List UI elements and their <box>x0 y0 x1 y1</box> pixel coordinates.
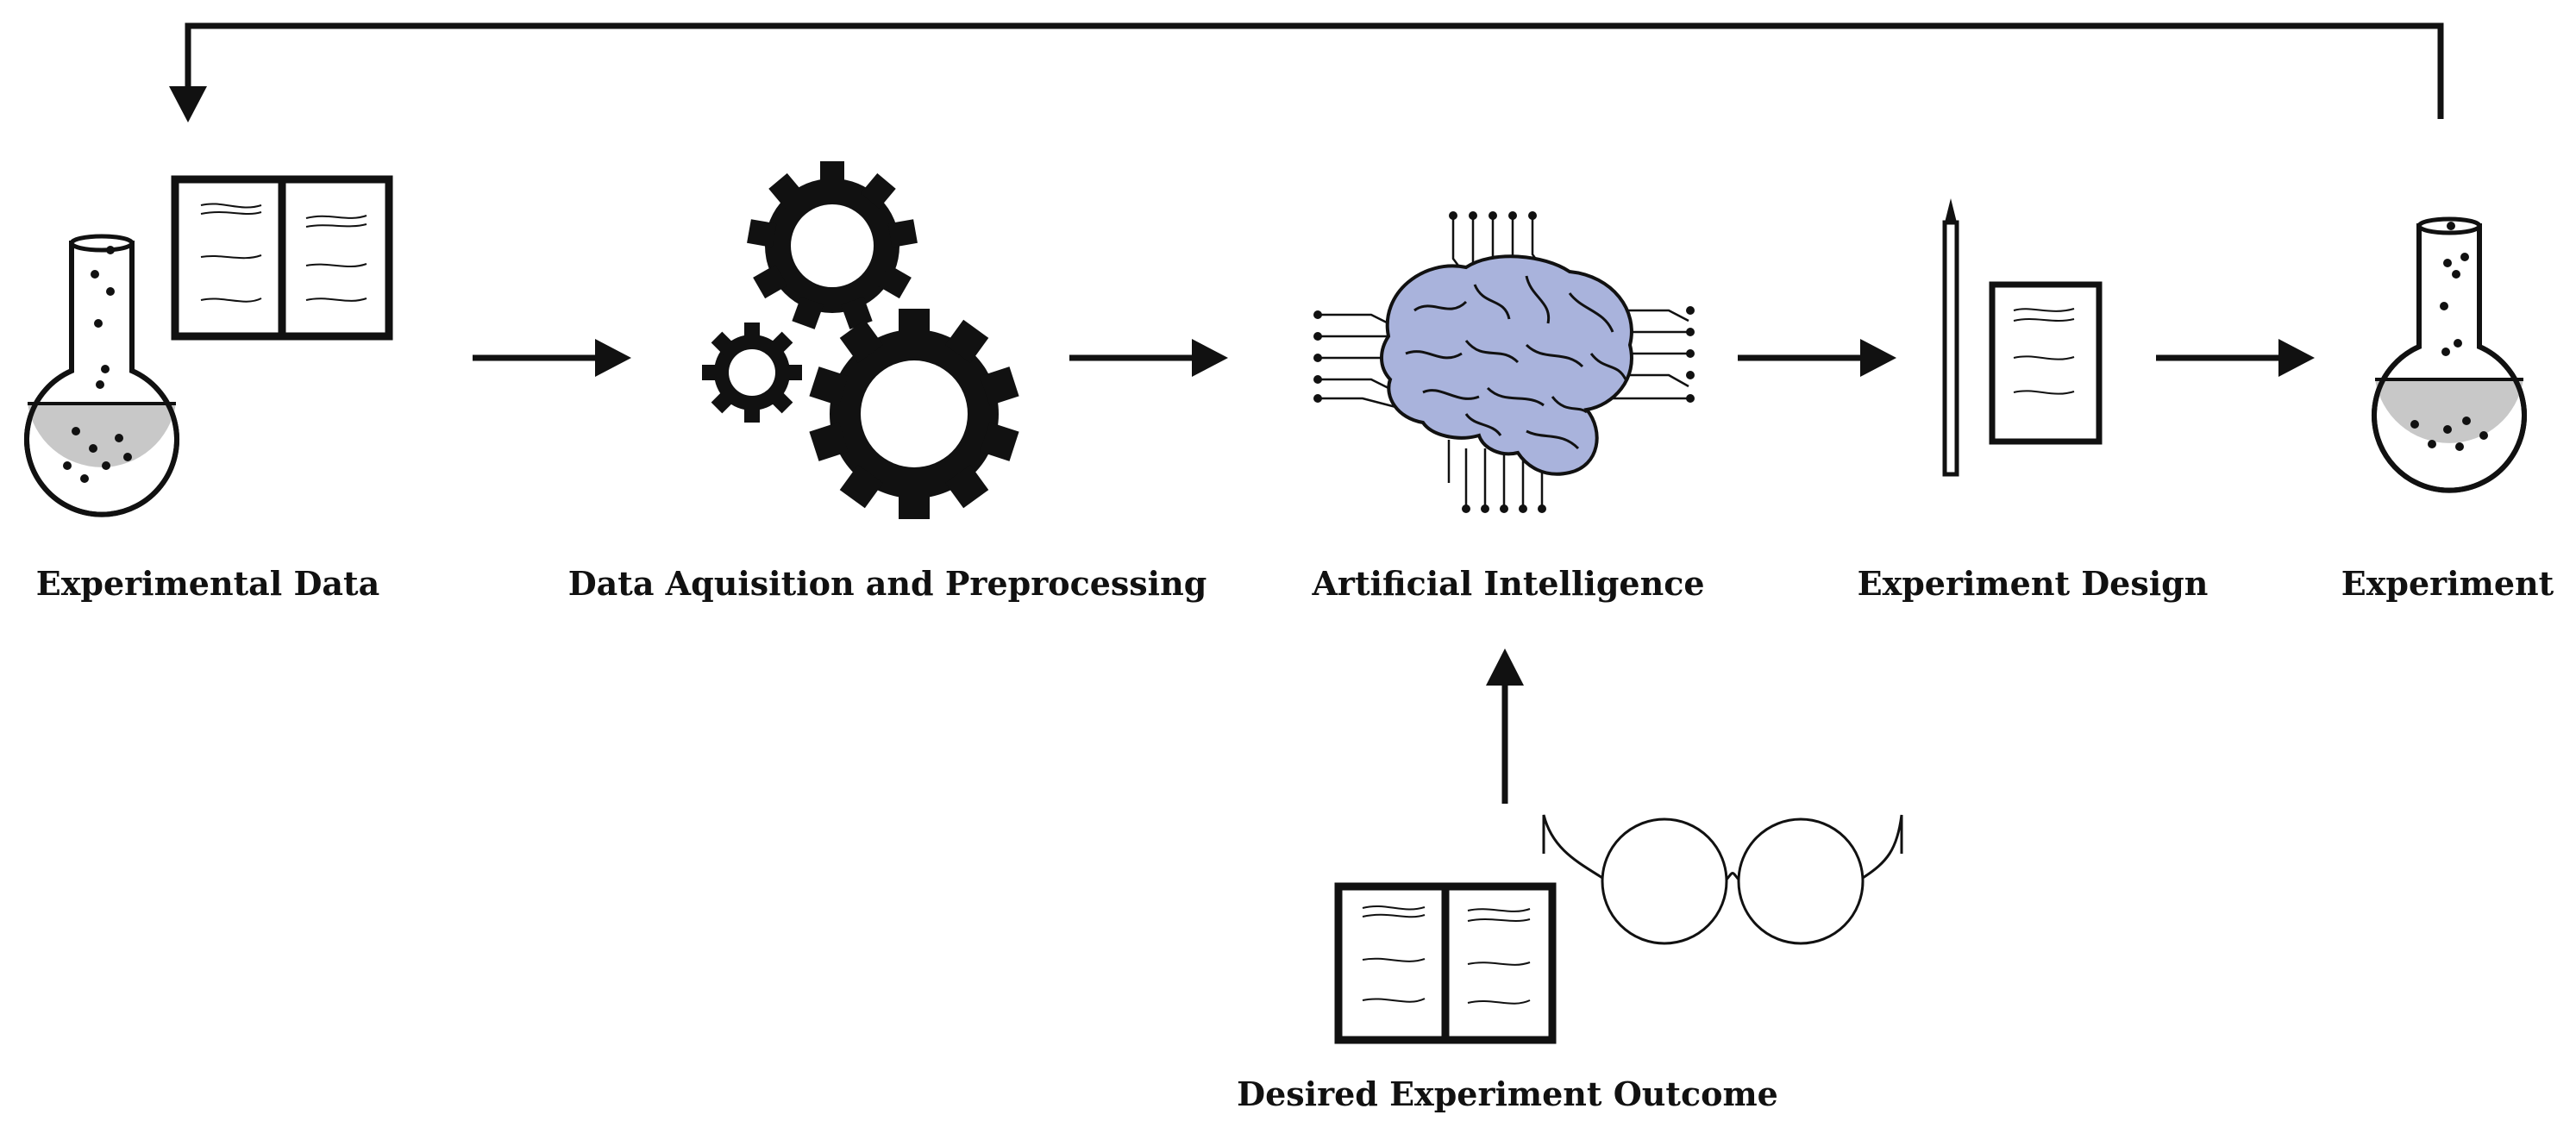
label-artificial-intelligence: Artificial Intelligence <box>1312 564 1705 603</box>
paper-icon <box>1989 281 2103 445</box>
flask-icon-right <box>2372 216 2527 493</box>
open-book-icon <box>171 175 393 341</box>
flow-arrows <box>473 339 2315 804</box>
label-experiment: Experiment <box>2341 564 2554 603</box>
open-book-icon-bottom <box>1334 882 1557 1044</box>
label-experiment-design: Experiment Design <box>1857 564 2209 603</box>
feedback-arrowhead <box>169 86 207 122</box>
label-desired-outcome: Desired Experiment Outcome <box>1237 1074 1778 1113</box>
label-experimental-data: Experimental Data <box>35 564 380 603</box>
label-data-acquisition: Data Aquisition and Preprocessing <box>567 564 1207 603</box>
flask-icon <box>24 234 179 517</box>
brain-circuit-icon <box>1313 211 1695 513</box>
gears-icon <box>702 161 1019 519</box>
feedback-loop-arrow <box>185 22 2444 119</box>
glasses-icon <box>1542 814 1903 945</box>
pen-icon <box>1942 198 1959 477</box>
